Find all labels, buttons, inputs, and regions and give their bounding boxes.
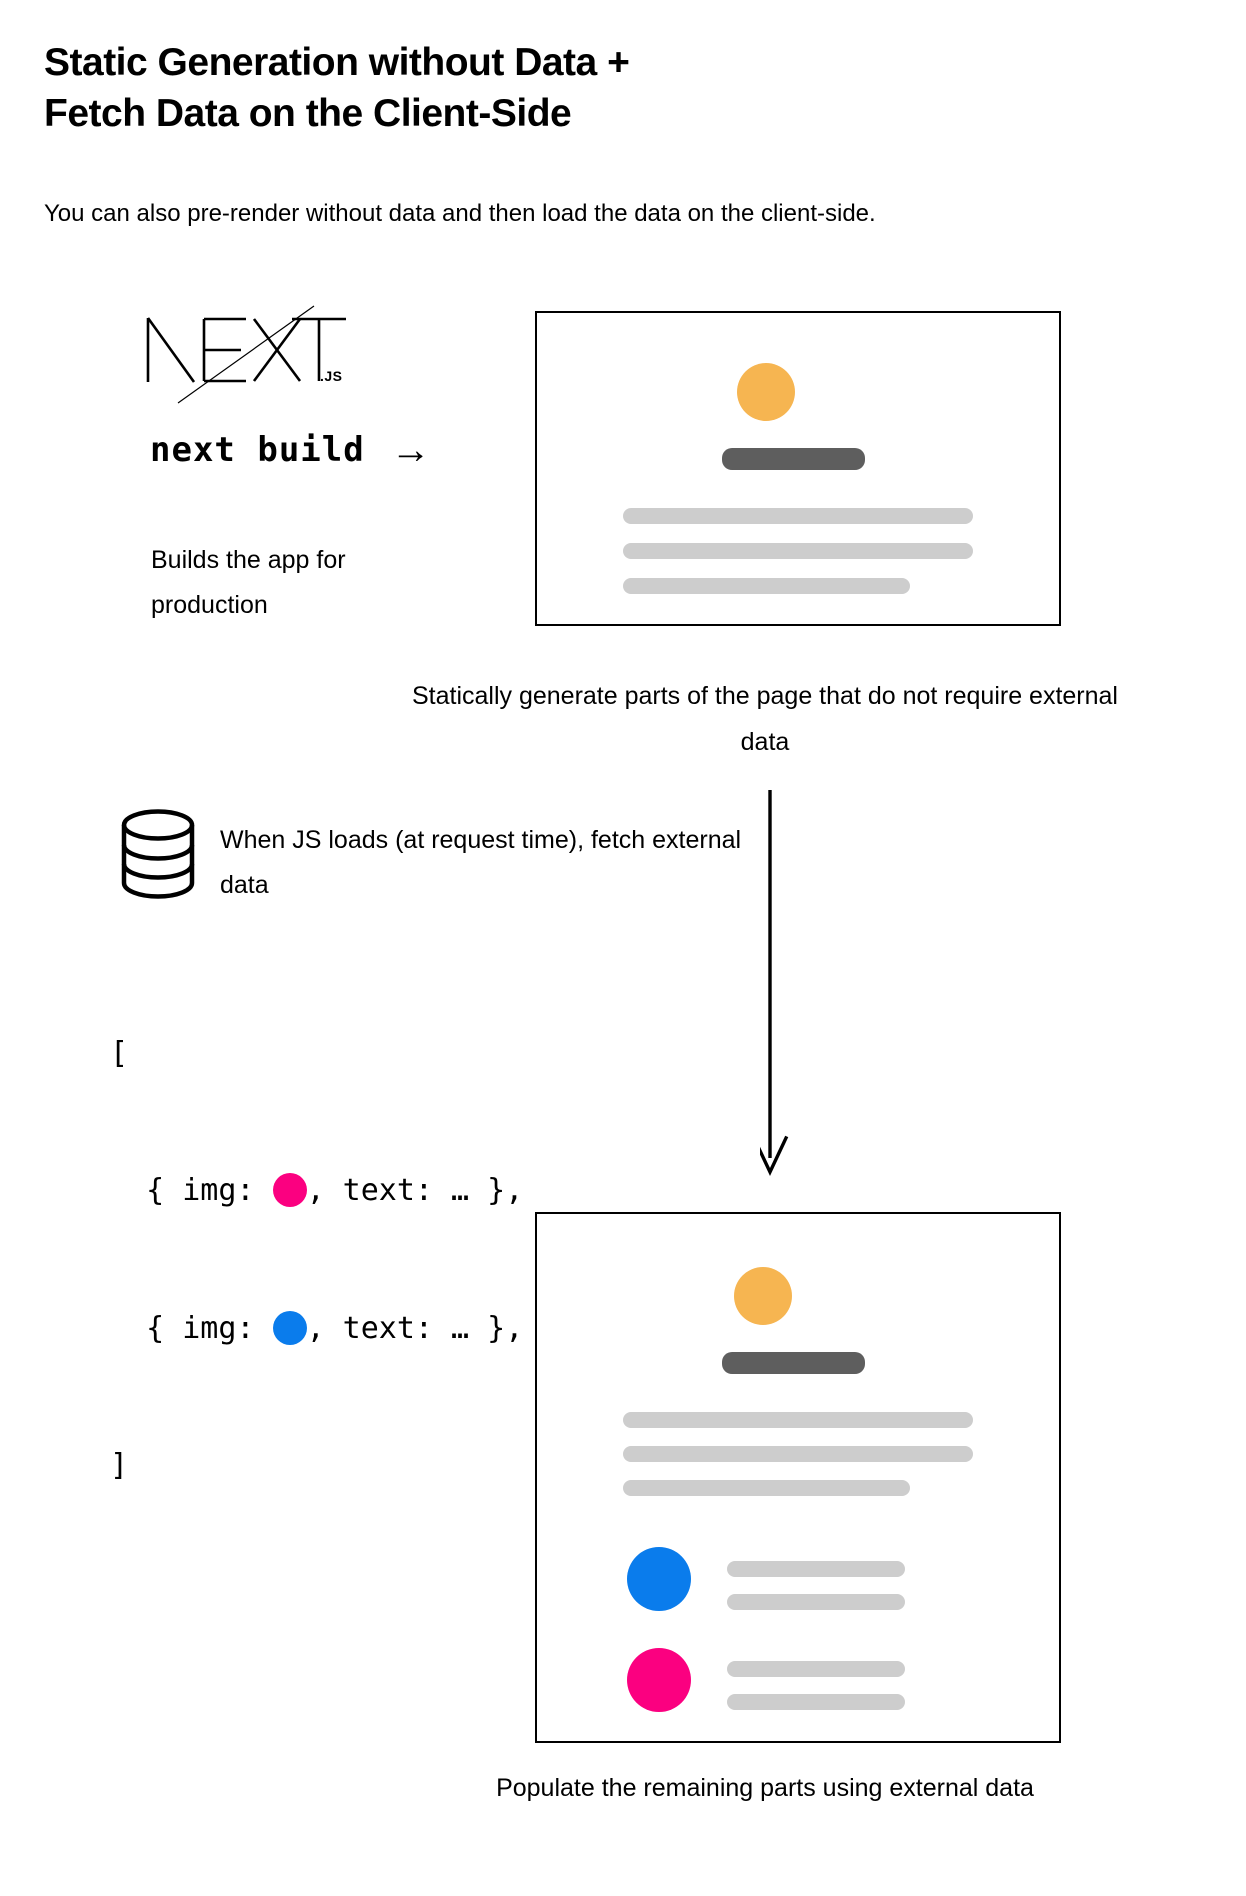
external-data-code-block: [ { img: , text: … }, { img: , text: … }…	[110, 940, 523, 1580]
avatar-circle-orange	[737, 363, 795, 421]
nextjs-logo-mark	[146, 305, 346, 404]
page-subtitle: You can also pre-render without data and…	[44, 200, 876, 227]
statically-generated-page-mock	[535, 311, 1061, 626]
nextjs-logo-suffix: .JS	[320, 368, 343, 384]
code-line-item-2: { img: , text: … },	[110, 1306, 523, 1352]
code-prefix: { img:	[110, 1310, 273, 1346]
heading-placeholder-bar	[722, 448, 865, 470]
code-line-open-bracket: [	[110, 1036, 129, 1072]
hydrated-page-mock	[535, 1212, 1061, 1743]
heading-placeholder-bar	[722, 1352, 865, 1374]
img-dot-pink	[272, 1173, 307, 1208]
text-placeholder-bar	[623, 1446, 973, 1462]
populate-remaining-parts-caption: Populate the remaining parts using exter…	[496, 1774, 1034, 1802]
data-item-text-bar	[727, 1661, 905, 1677]
data-item-text-bar	[727, 1561, 905, 1577]
nextjs-logo: .JS	[142, 300, 362, 410]
text-placeholder-bar	[623, 543, 973, 559]
data-item-circle-pink	[627, 1648, 691, 1712]
img-dot-blue	[272, 1310, 307, 1345]
data-item-text-bar	[727, 1694, 905, 1710]
text-placeholder-bar	[623, 1480, 910, 1496]
next-build-row: next build →	[150, 430, 431, 470]
builds-for-production-caption: Builds the app for production	[151, 546, 346, 619]
page-title: Static Generation without Data + Fetch D…	[44, 41, 630, 135]
statically-generate-caption: Statically generate parts of the page th…	[411, 682, 1118, 757]
data-item-circle-blue	[627, 1547, 691, 1611]
avatar-circle-orange	[734, 1267, 792, 1325]
text-placeholder-bar	[623, 578, 910, 594]
data-item-text-bar	[727, 1594, 905, 1610]
when-js-loads-caption: When JS loads (at request time), fetch e…	[220, 826, 742, 899]
next-build-command: next build	[150, 430, 365, 470]
text-placeholder-bar	[623, 1412, 973, 1428]
flow-arrow-down-icon	[751, 790, 820, 1185]
code-line-close-bracket: ]	[110, 1447, 129, 1483]
code-line-item-1: { img: , text: … },	[110, 1168, 523, 1214]
code-suffix: , text: … },	[306, 1310, 524, 1346]
arrow-right-icon: →	[390, 428, 431, 472]
code-prefix: { img:	[110, 1173, 273, 1209]
database-icon	[118, 808, 198, 900]
code-suffix: , text: … },	[306, 1173, 524, 1209]
text-placeholder-bar	[623, 508, 973, 524]
